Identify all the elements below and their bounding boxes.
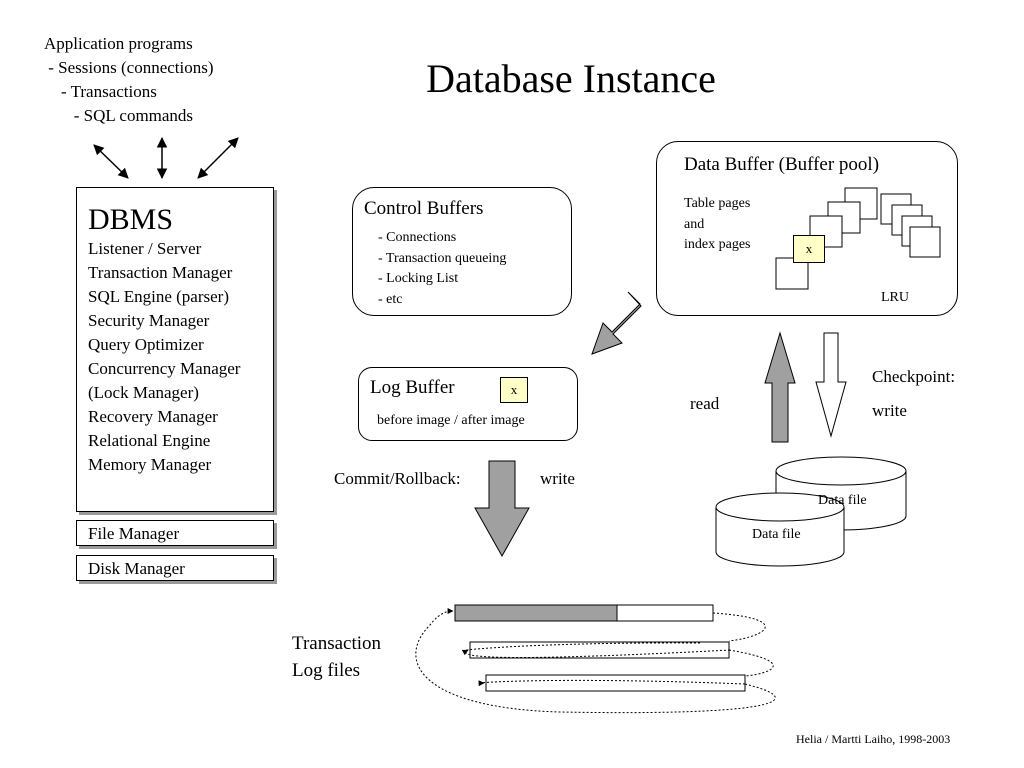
transaction-log-label-line: Transaction	[292, 633, 382, 654]
flush-to-log-arrow	[591, 291, 642, 355]
log-file-1-filled	[454, 604, 618, 622]
data-file-label-front: Data file	[752, 527, 801, 542]
buffer-page	[775, 257, 809, 290]
data-buffer-pages-label: Table pages	[684, 196, 751, 211]
page-title: Database Instance	[426, 56, 716, 101]
file-manager-box: File Manager	[76, 520, 274, 546]
application-line: - Sessions (connections)	[44, 58, 214, 77]
file-manager-label: File Manager	[88, 524, 180, 543]
dbms-component: Transaction Manager	[88, 263, 233, 282]
data-buffer-title: Data Buffer (Buffer pool)	[684, 154, 880, 175]
read-arrow	[764, 331, 796, 443]
dbms-component: SQL Engine (parser)	[88, 287, 229, 306]
data-buffer-pages-label: index pages	[684, 237, 751, 252]
data-buffer-marker: x	[793, 235, 825, 263]
lru-label: LRU	[881, 290, 909, 305]
dbms-component: Listener / Server	[88, 239, 202, 258]
control-buffer-item: - Connections	[378, 230, 457, 245]
commit-rollback-label: Commit/Rollback:	[334, 469, 461, 488]
dbms-component: (Lock Manager)	[88, 383, 199, 402]
log-cycle-connector	[415, 608, 776, 714]
log-file-2	[469, 641, 730, 659]
dbms-component: Relational Engine	[88, 431, 211, 450]
control-buffer-item: - Locking List	[378, 271, 459, 286]
transaction-log-files-label: Transaction Log files	[292, 630, 381, 684]
data-buffer-pages-label: and	[684, 216, 705, 232]
read-label: read	[690, 394, 720, 413]
log-buffer-subtitle: before image / after image	[377, 413, 525, 428]
application-programs-text: Application programs - Sessions (connect…	[44, 32, 214, 128]
application-line: - SQL commands	[44, 106, 194, 125]
application-line: - Transactions	[44, 82, 157, 101]
data-file-label-back: Data file	[818, 493, 867, 508]
log-cycle-connector	[461, 649, 731, 658]
control-buffer-item: - etc	[378, 291, 403, 307]
disk-manager-box: Disk Manager	[76, 555, 274, 581]
log-cycle-connector	[712, 612, 766, 642]
log-cycle-connector	[478, 679, 746, 687]
control-buffer-item: - Transaction queueing	[378, 250, 507, 266]
checkpoint-write-label: write	[872, 401, 907, 420]
credit-text: Helia / Martti Laiho, 1998-2003	[796, 732, 951, 746]
commit-write-arrow	[474, 460, 530, 558]
dbms-component: Concurrency Manager	[88, 359, 241, 378]
dbms-box: DBMS Listener / Server Transaction Manag…	[76, 187, 274, 512]
commit-write-label: write	[540, 469, 575, 488]
dbms-component: Recovery Manager	[88, 407, 218, 426]
dbms-component: Security Manager	[88, 311, 210, 330]
app-dbms-arrow-right	[197, 137, 239, 179]
app-dbms-arrow-left	[93, 144, 129, 179]
dbms-title: DBMS	[88, 203, 174, 236]
buffer-page	[909, 226, 941, 258]
log-cycle-connector	[728, 649, 774, 677]
checkpoint-label: Checkpoint:	[872, 367, 956, 386]
control-buffers-title: Control Buffers	[364, 198, 484, 219]
disk-manager-label: Disk Manager	[88, 559, 185, 578]
log-buffer-title: Log Buffer	[370, 377, 455, 398]
log-file-3	[485, 674, 746, 692]
checkpoint-write-arrow	[815, 332, 847, 438]
data-buffer-box: Data Buffer (Buffer pool) Table pages an…	[656, 141, 958, 316]
application-line: Application programs	[44, 34, 193, 53]
control-buffers-box: Control Buffers - Connections - Transact…	[352, 187, 572, 316]
data-file-cylinder-front	[715, 492, 845, 567]
transaction-log-label-line: Log files	[292, 660, 361, 681]
dbms-component: Query Optimizer	[88, 335, 204, 354]
log-buffer-marker: x	[500, 377, 528, 403]
log-buffer-box: Log Buffer x before image / after image	[358, 367, 578, 441]
dbms-component: Memory Manager	[88, 455, 212, 474]
